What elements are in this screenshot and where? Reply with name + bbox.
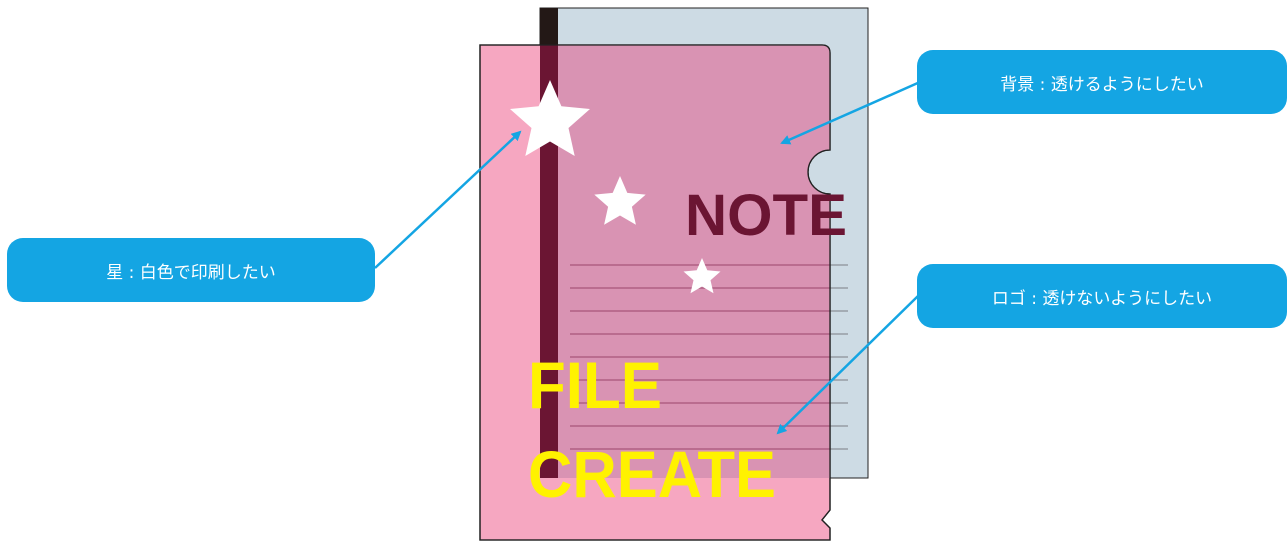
note-logo-text: NOTE xyxy=(685,183,847,248)
callout-star: 星 : 白色で印刷したい xyxy=(7,238,375,302)
star-medium-icon xyxy=(594,176,646,225)
overlap-area xyxy=(558,45,830,478)
arrow-logo xyxy=(776,295,919,435)
callout-logo: ロゴ : 透けないようにしたい xyxy=(917,264,1287,328)
star-large-icon xyxy=(510,80,590,156)
callout-background: 背景 : 透けるようにしたい xyxy=(917,50,1287,114)
arrow-star xyxy=(374,130,522,269)
create-logo-text: CREATE xyxy=(528,437,776,511)
arrow-background xyxy=(780,80,921,145)
star-small-icon xyxy=(683,258,721,294)
overlap-spine xyxy=(540,45,558,478)
file-logo-text: FILE xyxy=(528,348,662,422)
callout-background-label: 背景 : 透けるようにしたい xyxy=(1000,74,1204,95)
callout-logo-label: ロゴ : 透けないようにしたい xyxy=(991,288,1213,309)
callout-star-label: 星 : 白色で印刷したい xyxy=(106,262,276,283)
